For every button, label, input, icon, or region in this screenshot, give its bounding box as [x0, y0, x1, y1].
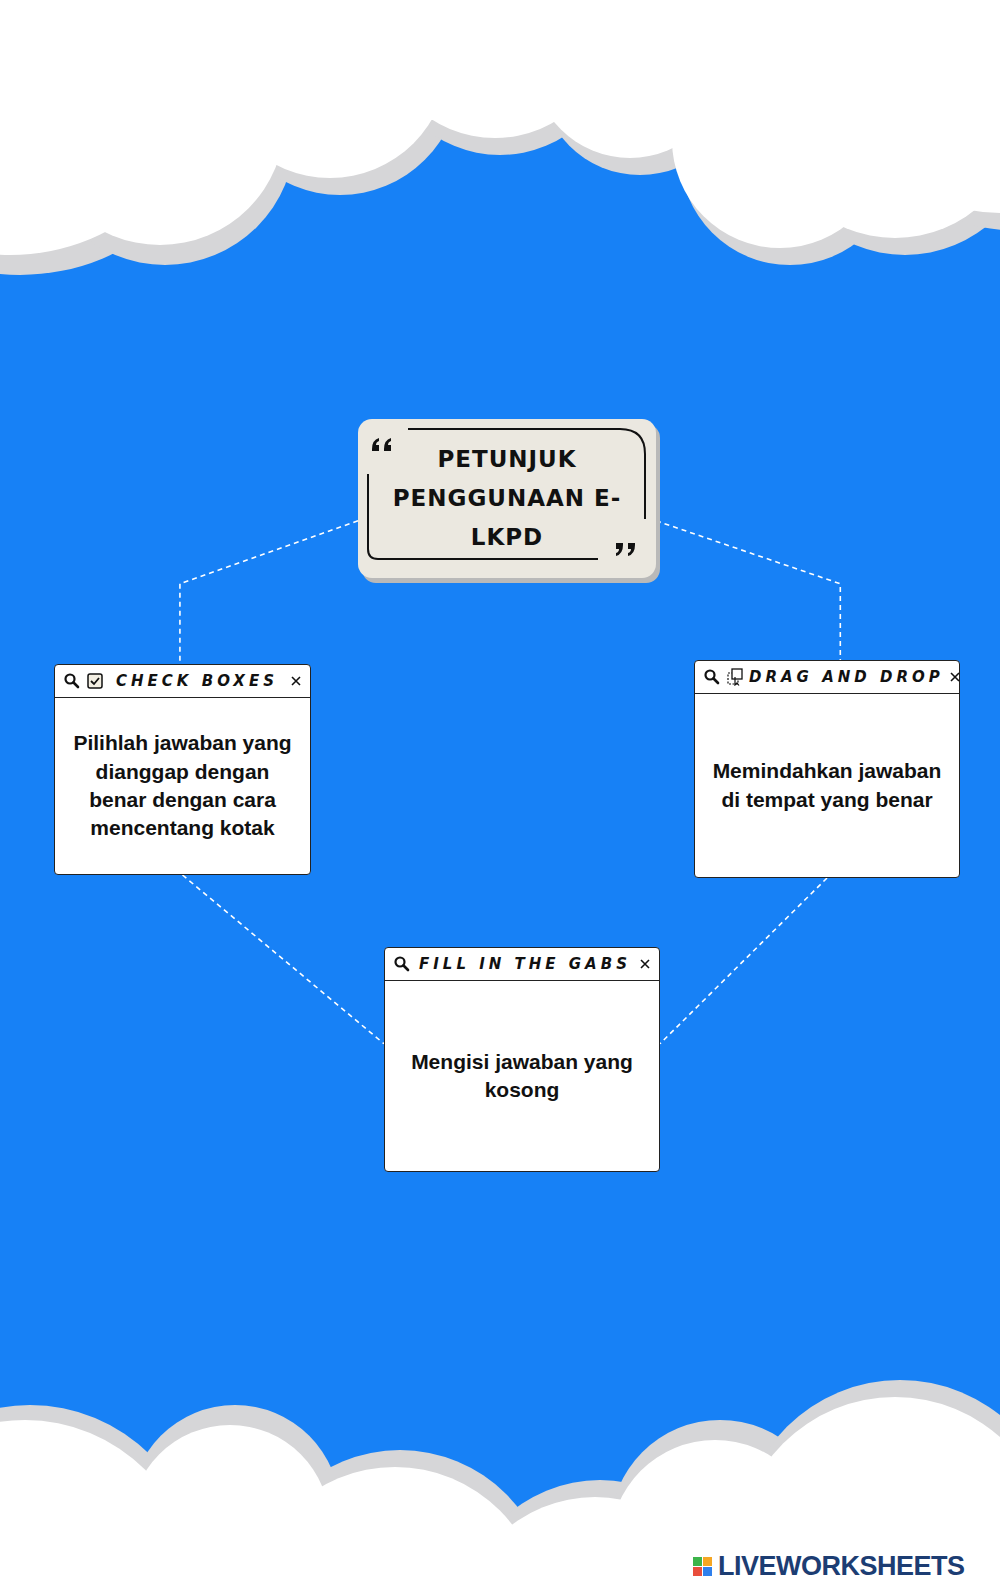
watermark-logo [693, 1557, 712, 1576]
dashed-connector [660, 878, 827, 1044]
window-title: CHECK BOXES [109, 672, 285, 690]
window-title: FILL IN THE GABS [416, 955, 634, 973]
check-icon [86, 672, 104, 690]
window-body: Memindahkan jawaban di tempat yang benar [695, 694, 959, 877]
close-icon [639, 958, 651, 970]
instruction-text: Memindahkan jawaban di tempat yang benar [705, 757, 949, 814]
instruction-window: DRAG AND DROP Memindahkan jawaban di temp… [694, 660, 960, 878]
close-icon [949, 671, 961, 683]
instruction-window: CHECK BOXES Pilihlah jawaban yang diangga… [54, 664, 311, 875]
mag-icon [393, 955, 411, 973]
instruction-text: Pilihlah jawaban yang dianggap dengan be… [65, 729, 300, 842]
window-header: FILL IN THE GABS [385, 948, 659, 981]
close-icon [290, 675, 302, 687]
window-body: Pilihlah jawaban yang dianggap dengan be… [55, 698, 310, 874]
drag-icon [726, 668, 744, 686]
instruction-window: FILL IN THE GABS Mengisi jawaban yang kos… [384, 947, 660, 1172]
title-box: PETUNJUK PENGGUNAAN E-LKPD [358, 419, 656, 578]
dashed-connector [183, 875, 385, 1044]
window-title: DRAG AND DROP [749, 668, 944, 686]
instruction-text: Mengisi jawaban yang kosong [395, 1048, 649, 1105]
dashed-connector [656, 521, 840, 660]
mag-icon [703, 668, 721, 686]
mag-icon [63, 672, 81, 690]
title-text: PETUNJUK PENGGUNAAN E-LKPD [392, 440, 622, 557]
window-header: CHECK BOXES [55, 665, 310, 698]
window-header: DRAG AND DROP [695, 661, 959, 694]
dashed-connector [180, 521, 358, 664]
window-body: Mengisi jawaban yang kosong [385, 981, 659, 1171]
watermark: LIVEWORKSHEETS [718, 1551, 965, 1582]
